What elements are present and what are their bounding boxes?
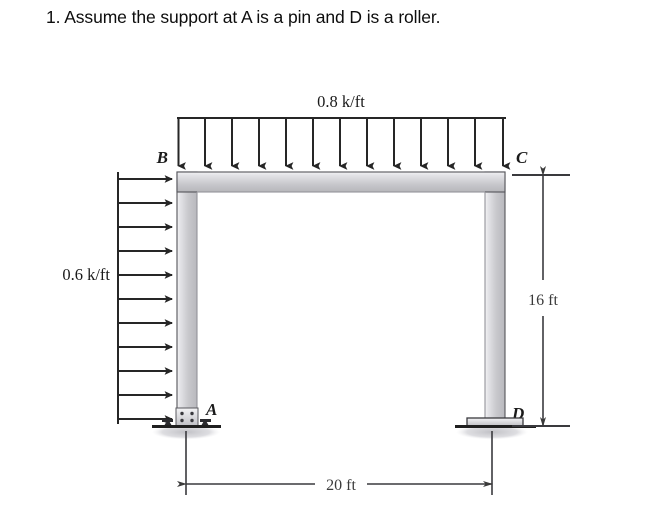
left-load-arrows [118, 175, 173, 423]
node-label-a: A [205, 400, 217, 419]
top-beam-member [176, 171, 506, 193]
page-title: 1. Assume the support at A is a pin and … [46, 7, 441, 27]
left-load-label: 0.6 k/ft [62, 265, 110, 284]
top-distributed-load: 0.8 k/ft [177, 92, 511, 170]
height-dimension-label: 16 ft [528, 292, 558, 309]
left-distributed-load: 0.6 k/ft [62, 172, 173, 424]
pin-clip-right-bar [200, 419, 211, 422]
frame-members [176, 171, 506, 425]
node-label-c: C [516, 148, 528, 167]
roller-bearing-pad [466, 417, 524, 427]
span-dimension: 20 ft [177, 431, 493, 495]
node-label-b: B [156, 148, 168, 167]
pin-clip-left-bar [162, 419, 173, 422]
span-dimension-label: 20 ft [326, 477, 356, 494]
left-column-member [176, 171, 198, 425]
height-dimension: 16 ft [512, 166, 570, 427]
right-column-member [484, 171, 506, 425]
pin-base-plate [175, 407, 199, 427]
pin-support-a [152, 407, 221, 428]
pin-bolt-dots [180, 411, 194, 423]
pin-clip-left [164, 419, 172, 426]
top-load-label: 0.8 k/ft [317, 92, 365, 111]
top-load-arrows [177, 118, 511, 170]
pin-clip-right [201, 419, 209, 426]
